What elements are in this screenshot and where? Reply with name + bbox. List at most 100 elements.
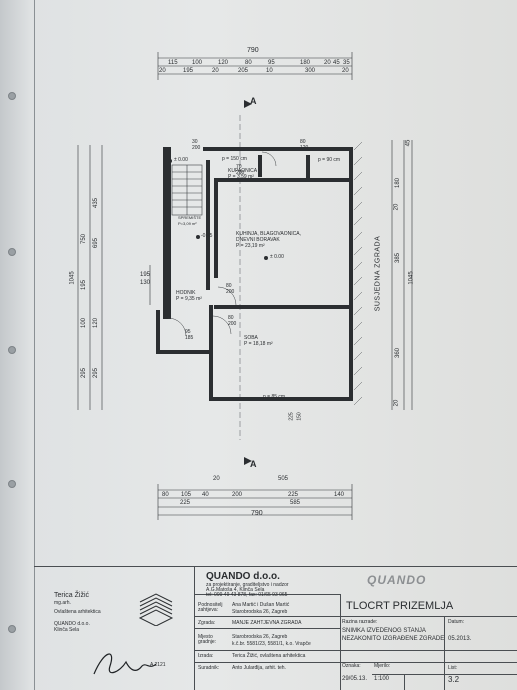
- dim-left-435: 435: [93, 197, 100, 209]
- company-tel: tel: 099 49 43 878, fax: 01/65 93 065: [206, 592, 288, 598]
- level-label: -0.45: [201, 233, 213, 239]
- company-logo: QUANDO: [367, 573, 427, 587]
- opening-label: 70: [236, 164, 242, 170]
- dim-right-45: 45: [405, 139, 412, 147]
- door-swing: [212, 315, 232, 335]
- company-stamp-logo: [138, 593, 174, 626]
- dim-left-750: 750: [81, 233, 88, 245]
- room-name-soba: SOBA: [244, 335, 258, 341]
- label-zgrada: Zgrada:: [198, 620, 216, 626]
- level-marker: [168, 159, 172, 163]
- binding-margin-line: [34, 0, 35, 690]
- level-marker: [264, 256, 268, 260]
- opening-label: 200: [236, 170, 245, 176]
- dim-top-7: 20: [324, 60, 331, 66]
- value-podnositelj-address: Starobrodska 26, Zagreb: [232, 609, 288, 615]
- wall-hodnik-left: [156, 310, 160, 354]
- wall-kitchen-top: [214, 178, 352, 182]
- mjerilo-value: 1:100: [374, 676, 390, 682]
- binding-hole: [8, 346, 16, 354]
- opening-label: p = 150 cm: [222, 156, 247, 162]
- dim-left-195b: 195: [140, 272, 151, 278]
- dim-bot-r2-1: 80: [162, 492, 169, 498]
- wall-left-upper: [163, 147, 171, 319]
- wall-hall-right: [206, 160, 210, 290]
- level-label: ± 0.00: [174, 157, 188, 163]
- razina-label: Razina razrade:: [342, 619, 378, 625]
- dim-right-360: 360: [395, 347, 402, 359]
- room-name-kupaonica: KUPAONICA: [228, 168, 258, 174]
- list-value: 3.2: [448, 675, 460, 684]
- wall-right-upper: [349, 147, 353, 199]
- value-kc: k.č.br. 5581/23, 5581/1, k.o. Vrapče: [232, 641, 311, 647]
- opening-label: 80: [300, 139, 306, 145]
- opening-label: p = 90 cm: [318, 157, 341, 163]
- room-area-kupaonica: P = 3,59 m²: [228, 174, 254, 180]
- signature: [93, 653, 157, 675]
- binding-hole: [8, 480, 16, 488]
- opening-label: 225: [288, 412, 295, 421]
- wall-top: [203, 147, 353, 151]
- value-podnositelj: Ana Martić i Dušan Martić: [232, 602, 290, 608]
- datum-label: Datum:: [448, 619, 465, 625]
- opening-label: p = 85 cm: [263, 394, 286, 400]
- level-label: ± 0.00: [270, 254, 284, 260]
- designer-title: mg.arh.: [54, 600, 71, 606]
- wall-kitchen-left: [214, 178, 218, 278]
- dim-bot-r2-5: 225: [288, 492, 299, 498]
- dim-top-r2-7: 20: [342, 68, 349, 74]
- designer-name: Terica Žižić: [54, 592, 90, 599]
- dim-top-6: 180: [300, 60, 311, 66]
- dim-top-8: 45: [333, 60, 340, 66]
- wall-bath-right: [258, 155, 262, 177]
- dim-right-20: 20: [393, 203, 400, 211]
- room-area-spremiste: P=3,09 m²: [178, 221, 197, 226]
- opening-label: 80: [228, 315, 234, 321]
- value-mjesto: Starobrodska 26, Zagreb: [232, 634, 288, 640]
- list-label: List:: [448, 665, 458, 671]
- title-block: QUANDO d.o.o. za projektiranje, graditel…: [34, 566, 517, 690]
- neighbour-building-label: SUSJEDNA ZGRADA: [374, 235, 382, 312]
- dim-bot-total: 790: [251, 510, 263, 517]
- dim-top-r2-4: 205: [238, 68, 249, 74]
- room-name-hodnik: HODNIK: [176, 290, 196, 296]
- dim-right-1045: 1045: [408, 271, 415, 285]
- room-name-spremiste: SPREMIŠTE: [178, 215, 202, 220]
- wall-right-lower: [349, 199, 353, 399]
- dim-left-130: 130: [140, 280, 151, 286]
- dim-bot-r3-1: 225: [180, 500, 191, 506]
- company-sub2: A.G.Matoša 4, Klinča Sela: [206, 587, 265, 593]
- dim-top-9: 35: [343, 60, 350, 66]
- dim-right-385: 385: [395, 252, 402, 264]
- door-swing: [261, 151, 277, 167]
- dim-bot-r1-1: 20: [213, 476, 220, 482]
- dim-left-295a: 295: [81, 367, 88, 379]
- dim-left-100: 100: [81, 317, 88, 329]
- wall-soba-top: [214, 305, 352, 309]
- dim-top-5: 95: [268, 60, 275, 66]
- label-suradnik: Suradnik:: [198, 665, 220, 671]
- wall-bottom: [209, 397, 353, 401]
- section-marker-top: [244, 100, 252, 108]
- dim-top-2: 100: [192, 60, 203, 66]
- level-marker: [196, 235, 200, 239]
- oznaka-label: Oznaka:: [342, 663, 361, 669]
- section-marker-bottom: [244, 457, 252, 465]
- dim-right-20b: 20: [393, 399, 400, 407]
- dim-bot-r2-6: 140: [334, 492, 345, 498]
- opening-label: 80: [226, 283, 232, 289]
- value-izrada: Terica Žižić, ovlaštena arhitektica: [232, 653, 306, 659]
- section-label-top: A: [250, 96, 257, 106]
- label-mjesto: Mjesto gradnje:: [198, 634, 217, 645]
- room-name-kuhinja: KUHINJA, BLAGOVAONICA,: [236, 231, 301, 237]
- dim-top-total: 790: [247, 47, 259, 54]
- dim-top-r2-2: 195: [183, 68, 194, 74]
- wall-hodnik-bottom: [156, 350, 212, 354]
- dim-left-outer: 1045: [69, 271, 76, 285]
- dim-left-120: 120: [93, 317, 100, 329]
- dim-top-4: 80: [245, 60, 252, 66]
- staircase: [171, 164, 203, 216]
- binding-hole: [8, 248, 16, 256]
- floor-plan: [77, 52, 413, 520]
